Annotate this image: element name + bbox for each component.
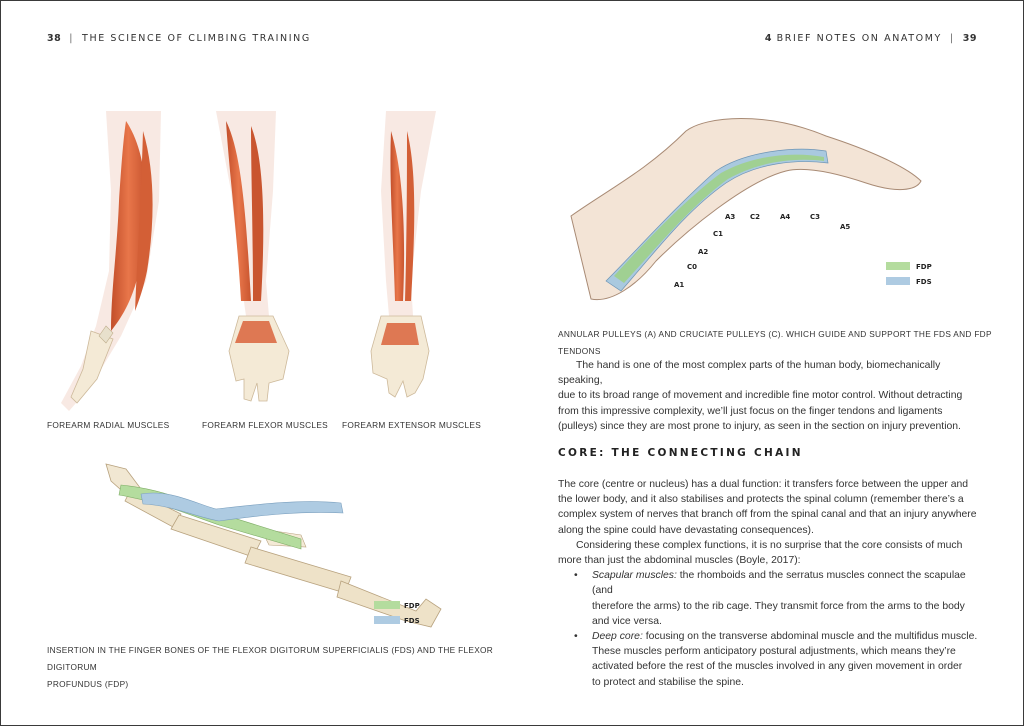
list-item-text: activated before the rest of the muscles…	[592, 661, 963, 673]
section-heading: CORE: THE CONNECTING CHAIN	[558, 447, 803, 459]
radial-muscles-caption: FOREARM RADIAL MUSCLES	[47, 420, 170, 430]
fds-legend-swatch	[886, 277, 910, 285]
fds-legend-swatch	[374, 616, 400, 624]
core-muscles-list: • Scapular muscles: the rhomboids and th…	[558, 568, 978, 690]
pulley-label-c2: C2	[750, 213, 760, 221]
forearm-muscles-illustration	[61, 111, 436, 411]
core-section-body: The core (centre or nucleus) has a dual …	[558, 477, 978, 690]
finger-pulleys-illustration: A1 C0 A2 C1 A3 C2 A4 C3 A5 FDP FDS	[570, 118, 932, 301]
list-item-term: Scapular muscles:	[592, 570, 677, 582]
pulley-label-c3: C3	[810, 213, 820, 221]
list-item-text: to protect and stabilise the spine.	[592, 676, 744, 688]
paragraph-line: (pulleys) since they are most prone to i…	[558, 420, 961, 432]
paragraph-line: The hand is one of the most complex part…	[558, 360, 941, 387]
list-item: • Scapular muscles: the rhomboids and th…	[558, 568, 978, 629]
pulley-label-a2: A2	[698, 248, 708, 256]
radial-forearm-figure	[61, 111, 161, 411]
fds-legend-label: FDS	[404, 617, 420, 625]
header-divider: |	[949, 33, 955, 44]
pulley-label-a3: A3	[725, 213, 735, 221]
right-header-title: BRIEF NOTES ON ANATOMY	[776, 33, 942, 44]
fds-tendon-shape	[140, 492, 344, 522]
paragraph-line: complex system of nerves that branch off…	[558, 509, 977, 521]
list-item-text: the rhomboids and the serratus muscles c…	[592, 570, 966, 597]
list-item: • Deep core: focusing on the transverse …	[558, 629, 978, 690]
fdp-legend-swatch	[886, 262, 910, 270]
insertion-caption-line: INSERTION IN THE FINGER BONES OF THE FLE…	[47, 645, 494, 672]
fds-legend-label: FDS	[916, 278, 932, 286]
pulley-label-a4: A4	[780, 213, 790, 221]
pulley-label-a1: A1	[674, 281, 684, 289]
left-page-number: 38	[47, 33, 62, 44]
header-divider: |	[69, 33, 75, 44]
fdp-legend-label: FDP	[916, 263, 932, 271]
hand-paragraph: The hand is one of the most complex part…	[558, 358, 978, 434]
list-item-text: therefore the arms) to the rib cage. The…	[592, 600, 965, 612]
pulley-label-c0: C0	[687, 263, 697, 271]
extensor-muscles-caption: FOREARM EXTENSOR MUSCLES	[342, 420, 482, 430]
left-header-title: THE SCIENCE OF CLIMBING TRAINING	[82, 33, 311, 44]
right-running-header: 4 BRIEF NOTES ON ANATOMY | 39	[765, 33, 977, 44]
pulley-label-c1: C1	[713, 230, 723, 238]
insertion-caption: INSERTION IN THE FINGER BONES OF THE FLE…	[47, 642, 507, 693]
chapter-number: 4	[764, 33, 773, 44]
pulley-caption: ANNULAR PULLEYS (A) AND CRUCIATE PULLEYS…	[558, 329, 992, 356]
paragraph-line: from this impressive complexity, we’ll j…	[558, 405, 943, 417]
left-running-header: 38 | THE SCIENCE OF CLIMBING TRAINING	[47, 33, 311, 44]
right-page-number: 39	[962, 33, 977, 44]
paragraph-line: Considering these complex functions, it …	[576, 539, 963, 551]
finger-tendon-insertion-illustration: FDP FDS	[105, 463, 442, 628]
paragraph-line: The core (centre or nucleus) has a dual …	[558, 479, 969, 490]
bullet-marker: •	[574, 570, 578, 582]
list-item-text: focusing on the transverse abdominal mus…	[642, 631, 978, 643]
paragraph-line: due to its broad range of movement and i…	[558, 390, 963, 402]
bullet-marker: •	[574, 631, 578, 643]
flexor-muscles-caption: FOREARM FLEXOR MUSCLES	[202, 420, 329, 430]
paragraph-line: along the spine could have devastating c…	[558, 524, 814, 536]
pulley-label-a5: A5	[840, 223, 850, 231]
fdp-legend-swatch	[374, 601, 400, 609]
list-item-text: These muscles perform anticipatory postu…	[592, 646, 956, 658]
fdp-legend-label: FDP	[404, 602, 420, 610]
paragraph-line: more than just the abdominal muscles (Bo…	[558, 555, 801, 567]
flexor-forearm-figure	[216, 111, 290, 402]
list-item-term: Deep core:	[592, 631, 643, 643]
insertion-caption-line: PROFUNDUS (FDP)	[47, 679, 129, 689]
paragraph-line: the lower body, and it also stabilises a…	[558, 494, 964, 506]
finger-sketch	[570, 118, 922, 301]
extensor-forearm-figure	[370, 111, 436, 398]
list-item-text: and vice versa.	[592, 615, 662, 627]
